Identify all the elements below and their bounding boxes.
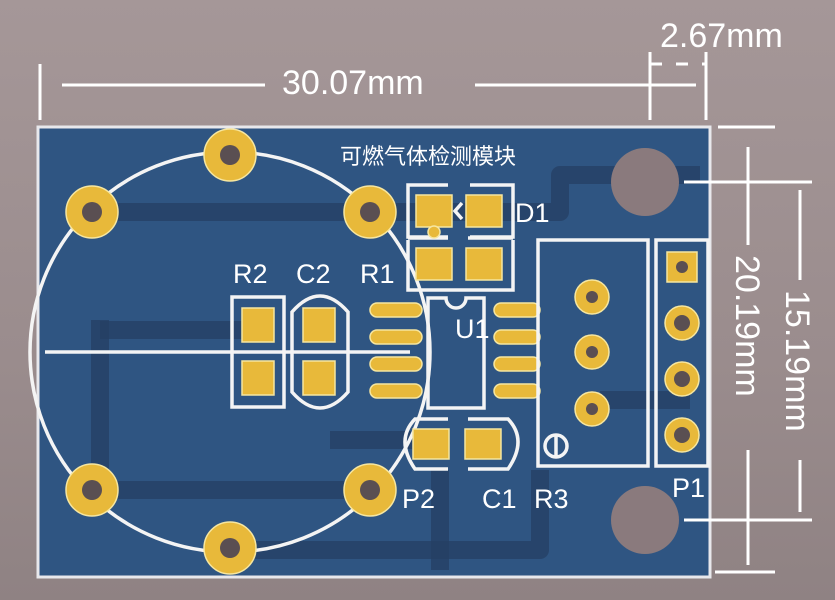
dimension-lines bbox=[38, 52, 812, 574]
d1-r1-footprint bbox=[406, 183, 515, 292]
board-title: 可燃气体检测模块 bbox=[340, 145, 516, 170]
p2-c1-footprint bbox=[403, 417, 520, 471]
dimension-height-inner: 15.19mm bbox=[778, 290, 816, 432]
label-p2: P2 bbox=[402, 484, 435, 514]
label-u1: U1 bbox=[455, 314, 490, 344]
dimension-offset: 2.67mm bbox=[660, 17, 783, 55]
r3-potentiometer-footprint bbox=[536, 238, 650, 468]
label-c1: C1 bbox=[482, 484, 517, 514]
mounting-hole bbox=[611, 486, 679, 554]
dimension-height-outer: 20.19mm bbox=[728, 255, 766, 397]
label-p1: P1 bbox=[672, 473, 705, 503]
label-d1: D1 bbox=[515, 198, 550, 228]
sensor-pads bbox=[65, 128, 397, 575]
label-r2: R2 bbox=[233, 259, 268, 289]
p1-header-footprint bbox=[654, 238, 710, 468]
u1-footprint bbox=[369, 296, 541, 410]
mounting-hole bbox=[611, 148, 679, 216]
r2-c2-footprint bbox=[230, 294, 350, 410]
label-r3: R3 bbox=[534, 484, 569, 514]
label-c2: C2 bbox=[296, 259, 331, 289]
dimension-width: 30.07mm bbox=[282, 64, 424, 102]
label-r1: R1 bbox=[360, 259, 395, 289]
